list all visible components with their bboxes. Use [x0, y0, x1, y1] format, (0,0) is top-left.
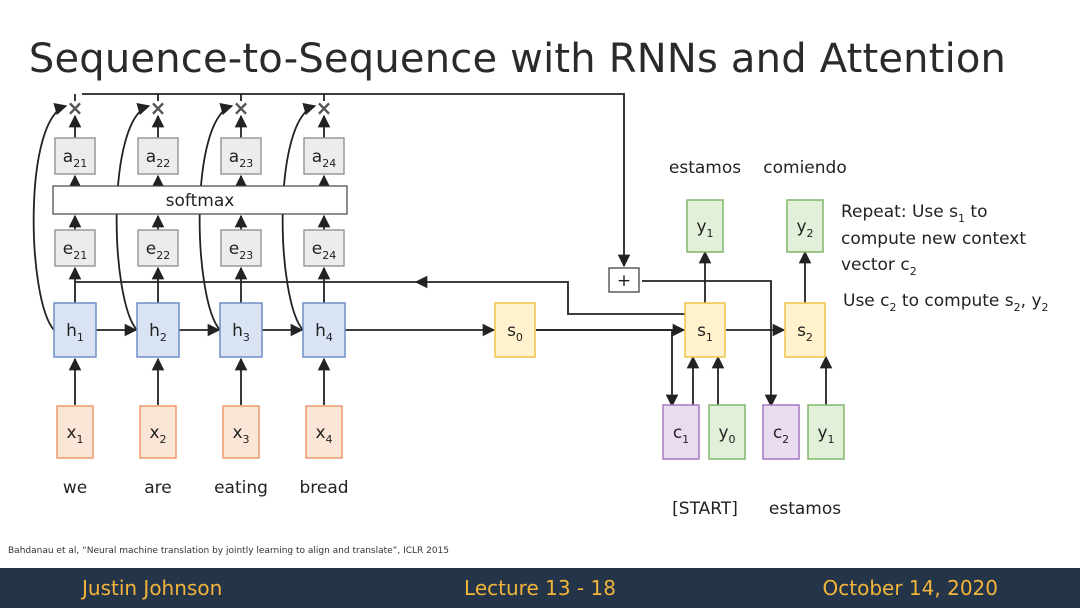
word-1: we	[63, 478, 87, 498]
attention-a2: a22	[137, 137, 179, 175]
attention-a1-label: a21	[63, 147, 87, 170]
repeat-note-line-2: compute new context	[841, 229, 1026, 249]
footer-author: Justin Johnson	[82, 576, 223, 600]
prev-y1: y1	[807, 404, 845, 460]
edge-sum-to-c2	[642, 280, 778, 408]
word-4: bread	[299, 478, 348, 498]
input-x3: x3	[222, 405, 260, 459]
attention-a3: a23	[220, 137, 262, 175]
input-x1: x1	[56, 405, 94, 459]
multiply-icon: ×	[67, 96, 84, 120]
edge-s1-to-scores	[414, 275, 685, 315]
multiply-icon: ×	[316, 96, 333, 120]
attention-a1: a21	[54, 137, 96, 175]
context-c2-label: c2	[773, 423, 789, 446]
state-s2: s2	[784, 302, 826, 358]
score-e2: e22	[137, 229, 179, 267]
output-word-2: comiendo	[763, 158, 846, 178]
softmax-box: softmax	[52, 185, 348, 215]
input-x4: x4	[305, 405, 343, 459]
output-y2-label: y2	[796, 217, 813, 240]
footer-date: October 14, 2020	[822, 576, 998, 600]
attention-a4-label: a24	[312, 147, 336, 170]
hidden-h4: h4	[302, 302, 346, 358]
context-c1-label: c1	[673, 423, 689, 446]
input-x4-label: x4	[315, 423, 332, 446]
input-x2: x2	[139, 405, 177, 459]
score-e4-label: e24	[312, 239, 336, 262]
state-s1: s1	[684, 302, 726, 358]
context-c1: c1	[662, 404, 700, 460]
slide-title: Sequence-to-Sequence with RNNs and Atten…	[28, 36, 1007, 82]
edge-h1-to-mult1	[32, 103, 68, 331]
attention-a4: a24	[303, 137, 345, 175]
sum-icon: +	[617, 271, 631, 291]
state-s0: s0	[494, 302, 536, 358]
output-y1-label: y1	[696, 217, 713, 240]
hidden-h4-label: h4	[315, 321, 333, 344]
step-word-2: estamos	[769, 499, 841, 519]
attention-a2-label: a22	[146, 147, 170, 170]
hidden-h3: h3	[219, 302, 263, 358]
footer-bar: Justin Johnson Lecture 13 - 18 October 1…	[0, 568, 1080, 608]
citation: Bahdanau et al, “Neural machine translat…	[8, 546, 450, 556]
diagram-texts: × we × are × eating × bread estamos comiendo [STAR…	[63, 96, 1049, 519]
input-x3-label: x3	[232, 423, 249, 446]
footer-lecture: Lecture 13 - 18	[464, 576, 616, 600]
hidden-h1: h1	[53, 302, 97, 358]
output-y2: y2	[786, 199, 824, 253]
seq2seq-attention-diagram: a21 e21 h1 x1 a22 e22 h2 x2 a23 e23 h3 x3 a24 e24 h4 x4…	[32, 93, 1049, 519]
attention-a3-label: a23	[229, 147, 253, 170]
context-c2: c2	[762, 404, 800, 460]
edge-mult-to-sum	[82, 93, 631, 268]
input-x1-label: x1	[66, 423, 83, 446]
state-s0-label: s0	[507, 321, 523, 344]
word-3: eating	[214, 478, 268, 498]
score-e2-label: e22	[146, 239, 170, 262]
multiply-icon: ×	[150, 96, 167, 120]
score-e3-label: e23	[229, 239, 253, 262]
use-note: Use c2 to compute s2, y2	[843, 291, 1049, 314]
score-e4: e24	[303, 229, 345, 267]
multiply-icon: ×	[233, 96, 250, 120]
state-s1-label: s1	[697, 321, 713, 344]
input-x2-label: x2	[149, 423, 166, 446]
prev-y1-label: y1	[817, 423, 834, 446]
repeat-note-line-3: vector c2	[841, 255, 917, 278]
step-word-1: [START]	[672, 499, 738, 519]
diagram-nodes: a21 e21 h1 x1 a22 e22 h2 x2 a23 e23 h3 x3 a24 e24 h4 x4…	[52, 137, 845, 460]
prev-y0-label: y0	[718, 423, 735, 446]
score-e1-label: e21	[63, 239, 87, 262]
output-y1: y1	[686, 199, 724, 253]
hidden-h1-label: h1	[66, 321, 84, 344]
diagram-edges	[32, 93, 833, 408]
prev-y0: y0	[708, 404, 746, 460]
state-s2-label: s2	[797, 321, 813, 344]
repeat-note-line-1: Repeat: Use s1 to	[841, 202, 987, 225]
word-2: are	[144, 478, 172, 498]
softmax-label: softmax	[166, 191, 235, 211]
score-e3: e23	[220, 229, 262, 267]
hidden-h2: h2	[136, 302, 180, 358]
score-e1: e21	[54, 229, 96, 267]
hidden-h2-label: h2	[149, 321, 167, 344]
output-word-1: estamos	[669, 158, 741, 178]
sum-node: +	[608, 267, 640, 293]
edge-s0-to-s1	[536, 329, 679, 408]
hidden-h3-label: h3	[232, 321, 250, 344]
